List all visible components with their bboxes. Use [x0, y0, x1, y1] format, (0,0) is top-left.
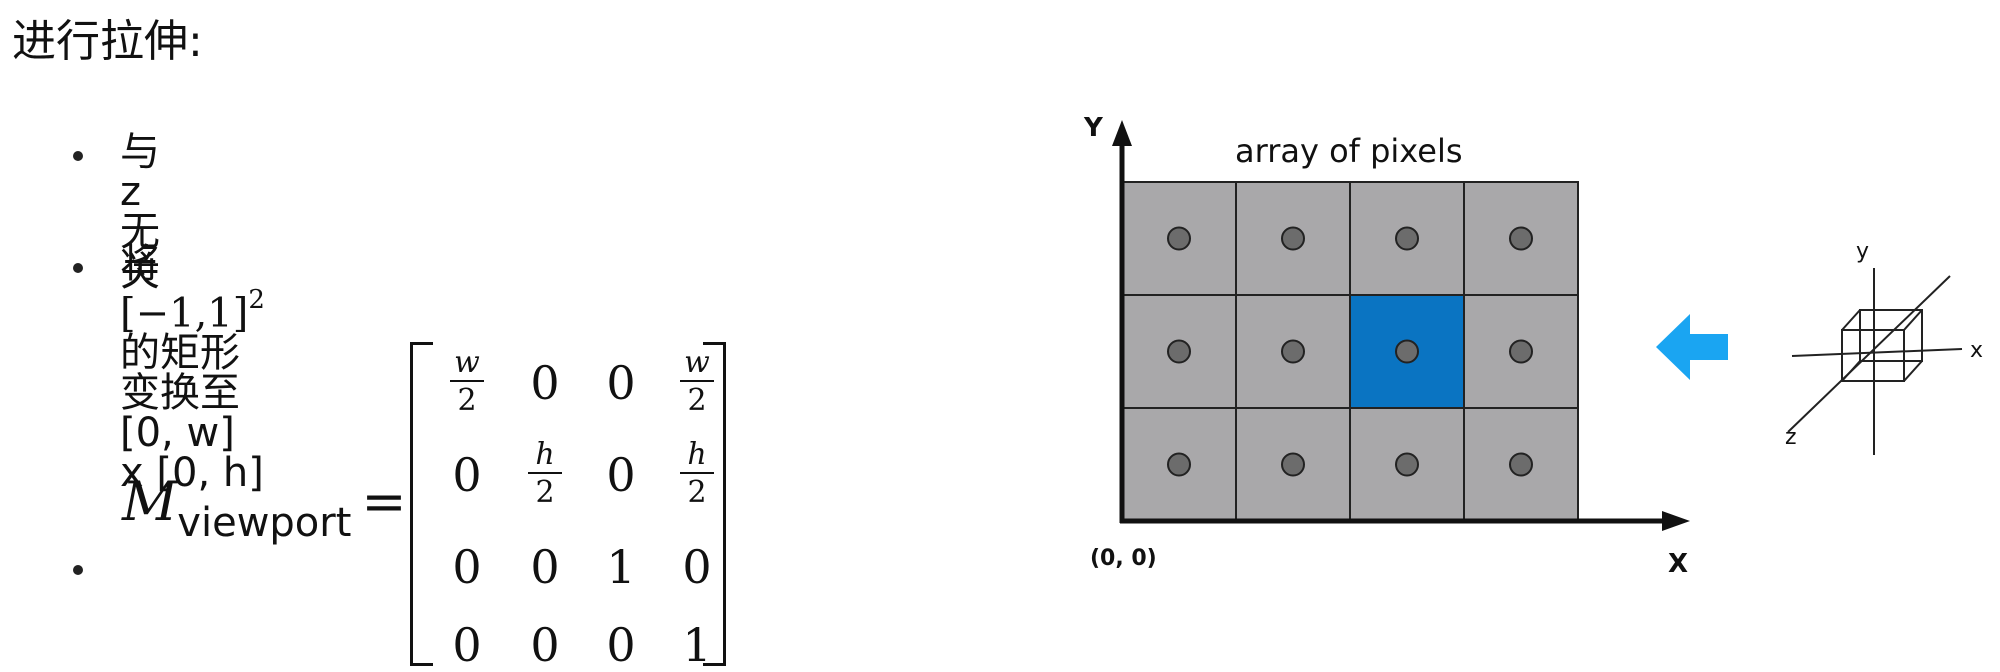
- matrix-cell-2-3: 0: [682, 540, 712, 594]
- equals-sign: =: [361, 470, 407, 533]
- fraction-bar: [528, 472, 562, 474]
- x-axis-label: X: [1668, 549, 1688, 579]
- matrix-right-bracket: [703, 342, 726, 666]
- bullet-marker-2: [73, 263, 83, 273]
- pixel-center-dot: [1509, 339, 1533, 364]
- x-axis-arrowhead: [1662, 511, 1690, 531]
- page-heading: 进行拉伸:: [12, 16, 203, 67]
- matrix-subscript: viewport: [177, 500, 352, 546]
- diagram-title: array of pixels: [1235, 132, 1463, 170]
- matrix-cell-2-1: 0: [530, 540, 560, 594]
- y-axis-label: Y: [1083, 113, 1104, 143]
- fraction-denominator: 2: [535, 475, 555, 510]
- matrix-cell-2-2: 1: [606, 540, 636, 594]
- pixel-center-dot: [1395, 226, 1419, 251]
- pixel-center-dot: [1167, 339, 1191, 364]
- matrix-symbol: M: [122, 470, 178, 533]
- matrix-cell-3-1: 0: [530, 618, 560, 672]
- bullet-rectangle-transform: 将[−1,1]2的矩形变换至[0, w] x [0, h]: [120, 244, 265, 493]
- bullet-2-interval: [−1,1]: [120, 290, 249, 337]
- pixel-center-dot: [1281, 339, 1305, 364]
- matrix-cell-1-2: 0: [606, 448, 636, 502]
- bullet-2-exponent: 2: [248, 285, 265, 315]
- matrix-cell-3-0: 0: [452, 618, 482, 672]
- 3d-axes-icon: [1787, 268, 1963, 455]
- fraction-denominator: 2: [687, 383, 707, 418]
- matrix-cell-0-2: 0: [606, 356, 636, 410]
- fraction-denominator: 2: [687, 475, 707, 510]
- fraction-numerator: h: [687, 437, 707, 472]
- fraction-numerator: w: [454, 345, 480, 380]
- pixel-center-dot: [1509, 452, 1533, 477]
- matrix-cell-1-0: 0: [452, 448, 482, 502]
- bullet-marker-3: [73, 565, 83, 575]
- pixel-center-dot: [1281, 226, 1305, 251]
- matrix-left-bracket: [410, 342, 433, 666]
- fraction-numerator: h: [535, 437, 555, 472]
- fraction-bar: [680, 380, 714, 382]
- matrix-cell-3-2: 0: [606, 618, 636, 672]
- pixel-center-dot: [1509, 226, 1533, 251]
- matrix-label: Mviewport=: [122, 470, 407, 546]
- bullet-2-suffix: 的矩形变换至[0, w] x [0, h]: [120, 330, 264, 497]
- pixel-center-dot: [1395, 339, 1419, 364]
- matrix-cell-3-3: 1: [682, 618, 712, 672]
- fraction-bar: [450, 380, 484, 382]
- matrix-cell-2-0: 0: [452, 540, 482, 594]
- axes-icon-x-label: x: [1970, 338, 1983, 363]
- fraction-bar: [680, 472, 714, 474]
- fraction-denominator: 2: [457, 383, 477, 418]
- pixel-center-dot: [1167, 226, 1191, 251]
- fraction-numerator: w: [684, 345, 710, 380]
- origin-label: (0, 0): [1090, 546, 1157, 571]
- pixel-center-dot: [1281, 452, 1305, 477]
- matrix-cell-0-1: 0: [530, 356, 560, 410]
- pixel-grid: [1121, 181, 1579, 522]
- axes-icon-z-label: z: [1785, 425, 1797, 450]
- bullet-2-prefix: 将: [120, 241, 160, 287]
- axes-icon-y-label: y: [1856, 239, 1869, 264]
- pixel-center-dot: [1167, 452, 1191, 477]
- left-arrow-icon: [1656, 314, 1728, 380]
- pixel-center-dot: [1395, 452, 1419, 477]
- bullet-marker-1: [73, 151, 83, 161]
- bullet-independent-of-z: 与z无关: [120, 129, 160, 295]
- y-axis-arrowhead: [1112, 120, 1132, 146]
